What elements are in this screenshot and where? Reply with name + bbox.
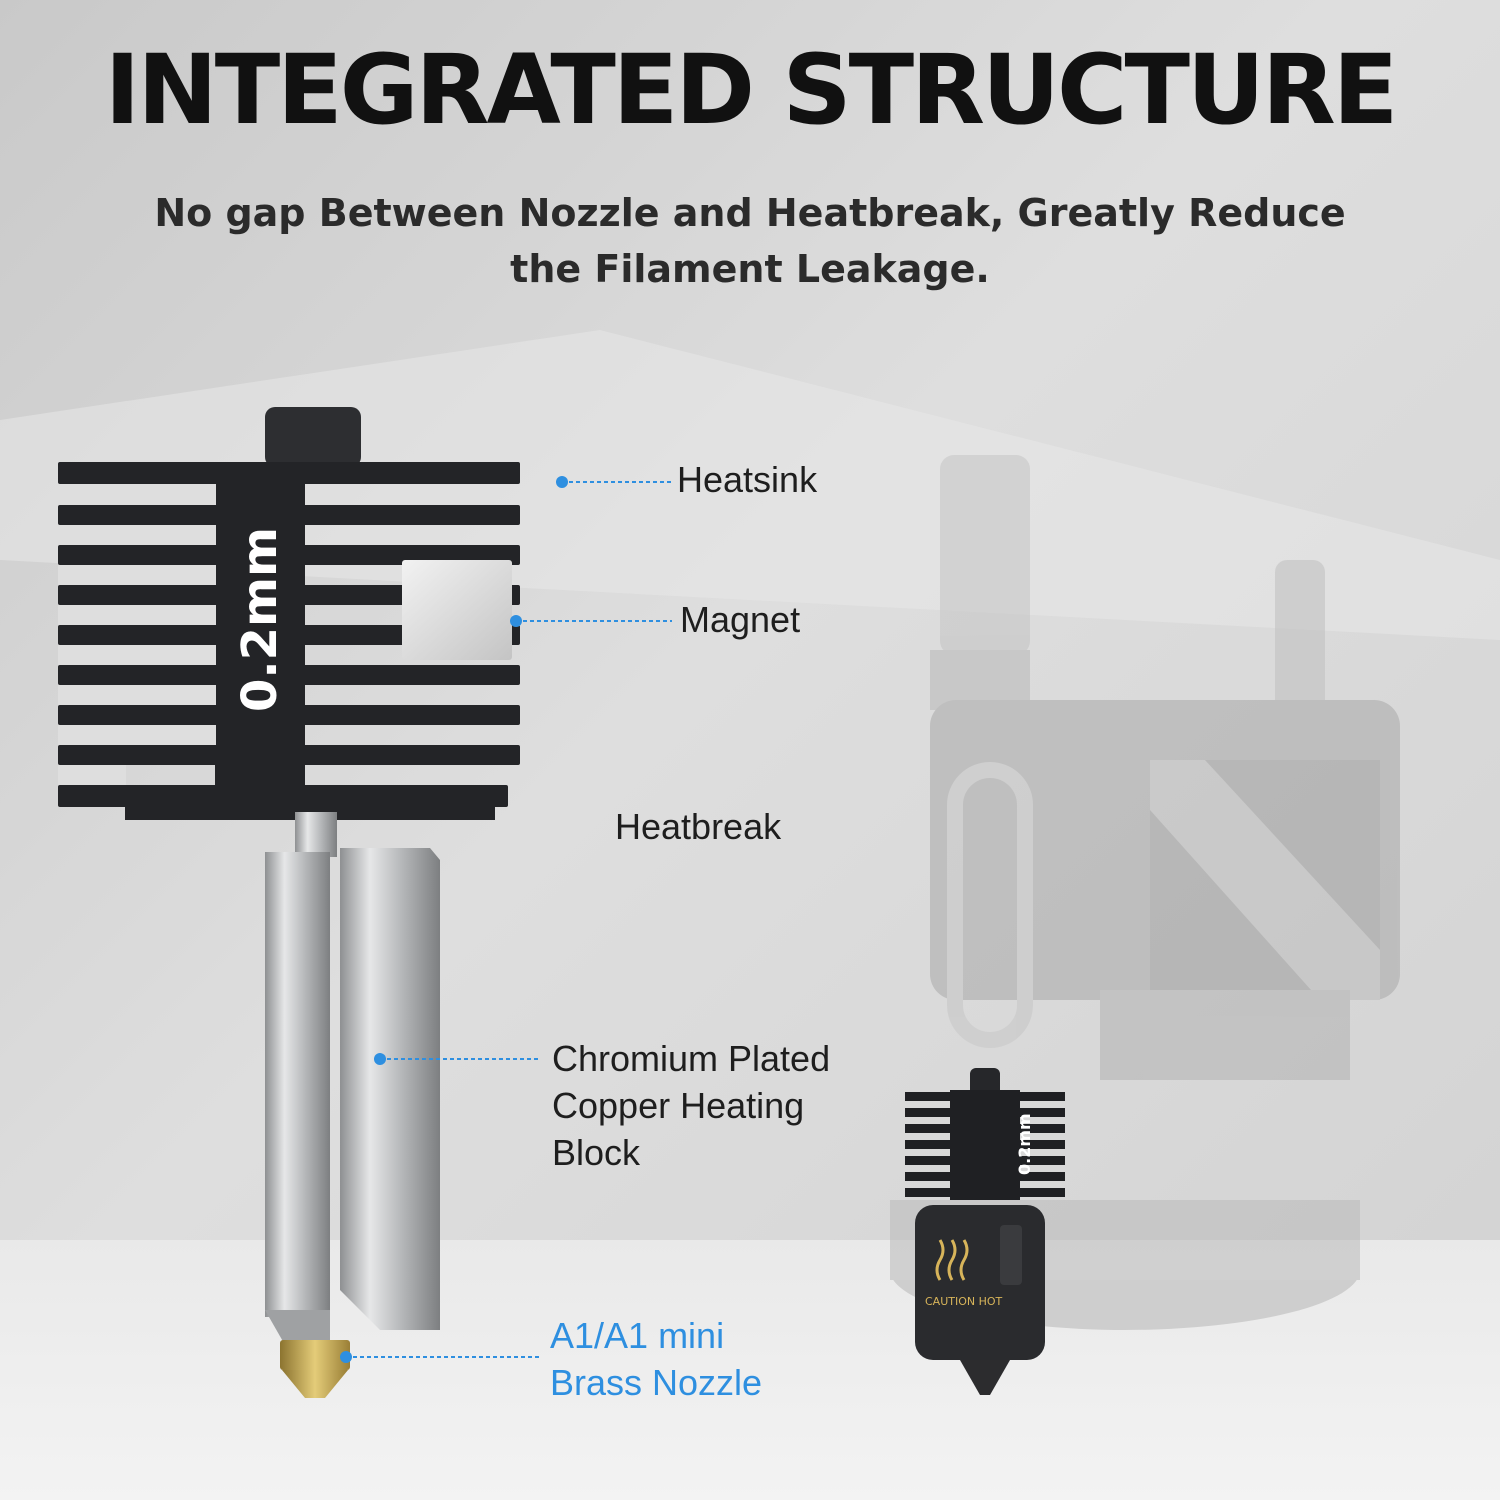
- callout-heating-block-line-3: Block: [552, 1132, 641, 1173]
- callout-heating-block: Chromium Plated Copper Heating Block: [552, 1035, 830, 1176]
- callout-nozzle-line-2: Brass Nozzle: [550, 1362, 763, 1403]
- heatsink-marking: 0.2mm: [232, 527, 288, 712]
- callout-dots: [340, 476, 568, 1363]
- magnet: [402, 560, 512, 660]
- nozzle-callout-dot: [340, 1351, 352, 1363]
- heatbreak: [295, 812, 337, 857]
- callout-heating-block-line-2: Copper Heating: [552, 1085, 805, 1126]
- callout-heatsink: Heatsink: [677, 459, 818, 500]
- headline: INTEGRATED STRUCTURE: [104, 34, 1399, 146]
- subheadline-line-1: No gap Between Nozzle and Heatbreak, Gre…: [154, 191, 1346, 235]
- brass-nozzle: [280, 1340, 350, 1398]
- callout-nozzle-line-1: A1/A1 mini: [550, 1315, 725, 1356]
- heating-block: [265, 848, 440, 1345]
- heating-block-callout-dot: [374, 1053, 386, 1065]
- small-heatsink-marking: 0.2mm: [1015, 1113, 1034, 1175]
- magnet-callout-dot: [510, 615, 522, 627]
- subheadline-line-2: the Filament Leakage.: [510, 247, 990, 291]
- callout-heating-block-line-1: Chromium Plated: [552, 1038, 831, 1079]
- callout-heatbreak: Heatbreak: [615, 806, 782, 847]
- callout-nozzle: A1/A1 mini Brass Nozzle: [550, 1312, 762, 1406]
- caution-hot-label: CAUTION HOT: [925, 1295, 1003, 1308]
- callout-magnet: Magnet: [680, 599, 801, 640]
- mounted-hotend: 0.2mm CAUTION HOT: [905, 1068, 1065, 1395]
- heatsink: 0.2mm: [58, 407, 520, 820]
- heatsink-callout-dot: [556, 476, 568, 488]
